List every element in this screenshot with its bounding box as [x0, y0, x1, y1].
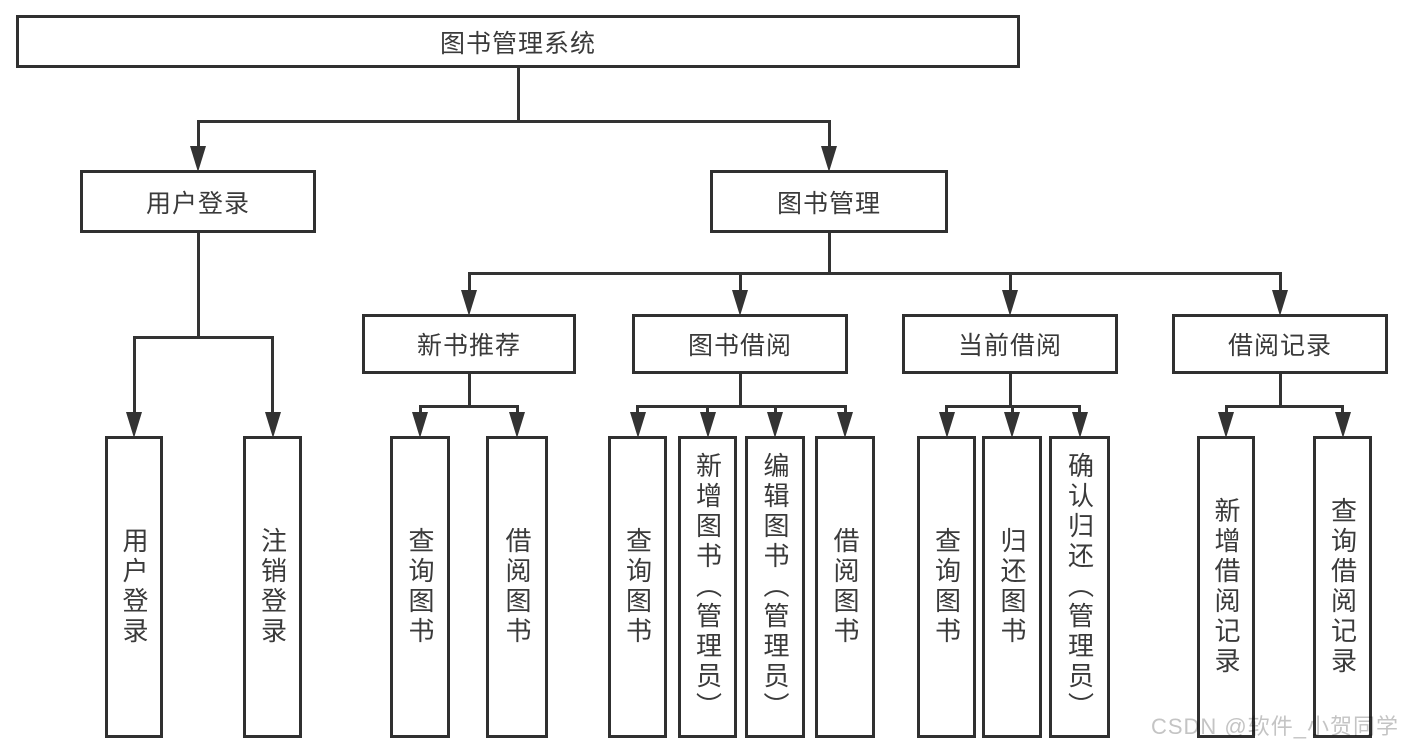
node-label-leaf-confirm-return: 确认归还（管理员） — [1064, 452, 1095, 722]
arrowhead-down-icon — [629, 412, 646, 438]
arrowhead-down-icon — [732, 290, 748, 316]
node-leaf-edit-book: 编辑图书（管理员） — [745, 436, 805, 738]
arrowhead-down-icon — [126, 412, 142, 438]
arrowhead-down-icon — [1334, 412, 1351, 438]
node-leaf-return-book: 归还图书 — [982, 436, 1042, 738]
connector-line — [1224, 405, 1228, 416]
node-leaf-borrow-book-2: 借阅图书 — [815, 436, 875, 738]
node-leaf-query-book-2: 查询图书 — [608, 436, 667, 738]
arrowhead-down-icon — [1071, 412, 1088, 438]
connector-line — [1224, 405, 1344, 408]
node-leaf-borrow-book-1: 借阅图书 — [486, 436, 548, 738]
node-leaf-query-borrow-record: 查询借阅记录 — [1313, 436, 1372, 738]
connector-line — [271, 336, 274, 416]
connector-line — [132, 336, 136, 416]
node-label-leaf-logout: 注销登录 — [257, 527, 288, 647]
arrowhead-down-icon — [767, 412, 783, 438]
connector-line — [196, 120, 200, 150]
arrowhead-down-icon — [821, 146, 837, 172]
node-label-new-book-rec: 新书推荐 — [416, 332, 521, 360]
node-label-leaf-borrow-book-1: 借阅图书 — [502, 527, 532, 647]
connector-line — [1010, 405, 1014, 416]
node-label-book-mgmt: 图书管理 — [776, 189, 881, 218]
node-root: 图书管理系统 — [16, 15, 1020, 68]
arrowhead-down-icon — [1002, 290, 1018, 316]
node-label-leaf-query-book-2: 查询图书 — [622, 527, 653, 647]
node-label-leaf-user-login: 用户登录 — [119, 527, 149, 647]
connector-line — [196, 233, 200, 339]
connector-line — [467, 272, 1282, 275]
connector-line — [706, 405, 709, 416]
arrowhead-down-icon — [412, 412, 428, 438]
connector-line — [1008, 374, 1012, 408]
connector-line — [418, 405, 422, 416]
node-label-book-borrow: 图书借阅 — [687, 332, 792, 360]
arrowhead-down-icon — [837, 412, 853, 438]
node-label-root: 图书管理系统 — [439, 29, 596, 58]
arrowhead-down-icon — [190, 146, 206, 172]
node-label-leaf-query-book-3: 查询图书 — [931, 527, 962, 647]
node-leaf-query-book-3: 查询图书 — [917, 436, 976, 738]
connector-line — [827, 233, 831, 275]
connector-line — [1278, 374, 1282, 408]
connector-line — [1078, 405, 1081, 416]
connector-line — [738, 374, 742, 408]
node-label-leaf-query-borrow-record: 查询借阅记录 — [1327, 497, 1358, 677]
node-label-user-login: 用户登录 — [145, 189, 250, 218]
connector-line — [1278, 272, 1282, 294]
connector-line — [773, 405, 777, 416]
connector-line — [418, 405, 519, 408]
node-book-mgmt: 图书管理 — [710, 170, 948, 233]
node-current-borrow: 当前借阅 — [902, 314, 1118, 374]
node-new-book-rec: 新书推荐 — [362, 314, 576, 374]
node-leaf-query-book-1: 查询图书 — [390, 436, 450, 738]
connector-line — [843, 405, 847, 416]
node-label-leaf-borrow-book-2: 借阅图书 — [830, 527, 860, 647]
arrowhead-down-icon — [1218, 412, 1234, 438]
node-leaf-add-book: 新增图书（管理员） — [678, 436, 737, 738]
connector-line — [636, 405, 639, 416]
arrowhead-down-icon — [1272, 290, 1288, 316]
connector-line — [827, 120, 831, 150]
connector-line — [738, 272, 742, 294]
connector-line — [196, 120, 831, 123]
node-leaf-user-login: 用户登录 — [105, 436, 163, 738]
arrowhead-down-icon — [699, 412, 716, 438]
node-label-leaf-edit-book: 编辑图书（管理员） — [760, 452, 790, 722]
connector-line — [132, 336, 274, 339]
node-leaf-add-borrow-record: 新增借阅记录 — [1197, 436, 1255, 738]
connector-line — [1341, 405, 1344, 416]
connector-line — [945, 405, 948, 416]
arrowhead-down-icon — [461, 290, 477, 316]
node-label-borrow-record: 借阅记录 — [1227, 332, 1332, 360]
connector-line — [467, 374, 471, 408]
connector-line — [516, 68, 520, 123]
connector-line — [467, 272, 471, 294]
node-label-leaf-add-book: 新增图书（管理员） — [692, 452, 723, 722]
node-leaf-logout: 注销登录 — [243, 436, 302, 738]
connector-line — [636, 405, 847, 408]
node-leaf-confirm-return: 确认归还（管理员） — [1049, 436, 1110, 738]
arrowhead-down-icon — [509, 412, 525, 438]
node-label-current-borrow: 当前借阅 — [957, 332, 1062, 360]
node-borrow-record: 借阅记录 — [1172, 314, 1388, 374]
connector-line — [1008, 272, 1012, 294]
node-user-login: 用户登录 — [80, 170, 316, 233]
node-label-leaf-query-book-1: 查询图书 — [405, 527, 435, 647]
arrowhead-down-icon — [264, 412, 281, 438]
node-label-leaf-return-book: 归还图书 — [997, 527, 1027, 647]
arrowhead-down-icon — [1004, 412, 1020, 438]
node-label-leaf-add-borrow-record: 新增借阅记录 — [1211, 497, 1241, 677]
node-book-borrow: 图书借阅 — [632, 314, 848, 374]
arrowhead-down-icon — [938, 412, 955, 438]
connector-line — [515, 405, 519, 416]
